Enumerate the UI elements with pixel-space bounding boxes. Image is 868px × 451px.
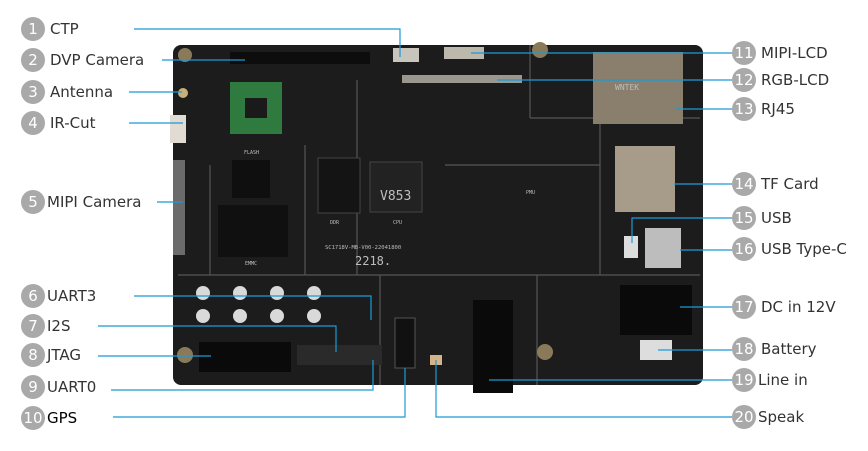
- callout-label: MIPI-LCD: [761, 44, 828, 62]
- callout-label: UART3: [47, 287, 97, 305]
- callout-number: 18: [732, 337, 756, 361]
- usb-type-c-port: [645, 228, 681, 268]
- callout-number: 4: [21, 111, 45, 135]
- callout-label: MIPI Camera: [47, 193, 142, 211]
- mipi-camera-connector: [173, 160, 185, 255]
- callout-label: DVP Camera: [50, 51, 145, 69]
- callout-ir-cut: 4 IR-Cut: [21, 110, 96, 136]
- gps-connector: [394, 317, 416, 369]
- leader-line-1: [134, 28, 401, 57]
- callout-number: 9: [21, 375, 45, 399]
- callout-rj45: 13 RJ45: [732, 96, 795, 122]
- callout-label: Line in: [758, 371, 808, 389]
- leader-line-20: [435, 360, 732, 418]
- board-model: SC1718V-MB-V00-22041800: [325, 245, 401, 251]
- ddr-label: DDR: [330, 220, 340, 226]
- callout-label: GPS: [47, 409, 78, 427]
- callout-number: 12: [732, 68, 756, 92]
- callout-number: 14: [732, 172, 756, 196]
- callout-number: 20: [732, 405, 756, 429]
- callout-label: RGB-LCD: [761, 71, 830, 89]
- callout-dc-in: 17 DC in 12V: [732, 294, 836, 320]
- line-in-jack: [473, 300, 513, 393]
- callout-label: DC in 12V: [761, 298, 836, 316]
- callout-usb-type-c: 16 USB Type-C: [732, 236, 847, 262]
- rj45-jack: [593, 52, 683, 124]
- battery-connector: [640, 340, 672, 360]
- emmc-label: EMMC: [245, 261, 257, 267]
- callout-battery: 18 Battery: [732, 336, 817, 362]
- callout-label: JTAG: [47, 346, 82, 364]
- callout-number: 8: [21, 343, 45, 367]
- callout-label: Battery: [761, 340, 817, 358]
- callout-number: 5: [21, 190, 45, 214]
- callout-label: TF Card: [761, 175, 819, 193]
- callout-tf-card: 14 TF Card: [732, 171, 819, 197]
- ir-cut-connector: [170, 115, 186, 143]
- callout-number: 3: [21, 80, 45, 104]
- callout-number: 19: [732, 368, 756, 392]
- dc-jack: [620, 285, 692, 335]
- callout-label: USB: [761, 209, 792, 227]
- ctp-connector: [393, 48, 419, 62]
- callout-mipi-lcd: 11 MIPI-LCD: [732, 40, 828, 66]
- pmu-label: PMU: [526, 190, 535, 196]
- callout-number: 10: [21, 406, 45, 430]
- callout-number: 7: [21, 314, 45, 338]
- callout-dvp-camera: 2 DVP Camera: [21, 47, 144, 73]
- cpu-label: CPU: [393, 220, 402, 226]
- callout-number: 16: [732, 237, 756, 261]
- callout-label: I2S: [47, 317, 71, 335]
- callout-number: 1: [21, 17, 45, 41]
- jtag-header: [199, 342, 291, 372]
- leader-line-10: [113, 368, 406, 418]
- leader-line-15: [631, 217, 732, 243]
- leader-line-9: [111, 360, 374, 391]
- pin-headers: [297, 345, 382, 365]
- callout-number: 11: [732, 41, 756, 65]
- callout-ctp: 1 CTP: [21, 16, 79, 42]
- callout-label: RJ45: [761, 100, 795, 118]
- antenna-connector: [178, 88, 188, 98]
- callout-label: Antenna: [50, 83, 114, 101]
- cpu-marking: V853: [380, 189, 411, 204]
- callout-number: 15: [732, 206, 756, 230]
- callout-label: USB Type-C: [761, 240, 847, 258]
- callout-number: 2: [21, 48, 45, 72]
- board: V853 2218. SC1718V-MB-V00-22041800 DDR C…: [170, 42, 703, 393]
- leader-line-6: [134, 295, 372, 320]
- callout-usb: 15 USB: [732, 205, 792, 231]
- usb-connector: [624, 236, 638, 258]
- callout-label: UART0: [47, 378, 97, 396]
- tf-card-slot: [615, 146, 675, 212]
- callout-rgb-lcd: 12 RGB-LCD: [732, 67, 829, 93]
- callout-number: 17: [732, 295, 756, 319]
- leader-lines: [98, 28, 732, 418]
- callout-number: 13: [732, 97, 756, 121]
- callout-label: Speak: [758, 408, 805, 426]
- buttons: [196, 286, 321, 323]
- dvp-camera-header: [230, 52, 370, 64]
- callout-antenna: 3 Antenna: [21, 79, 113, 105]
- rgb-lcd-connector: [402, 75, 522, 83]
- rj45-brand: WNTEK: [615, 83, 639, 92]
- callout-label: IR-Cut: [50, 114, 96, 132]
- leader-line-7: [98, 325, 337, 352]
- flash-label: FLASH: [244, 150, 259, 156]
- callout-number: 6: [21, 284, 45, 308]
- callout-label: CTP: [50, 20, 79, 38]
- date-code: 2218.: [355, 254, 391, 268]
- mipi-lcd-connector: [444, 47, 484, 59]
